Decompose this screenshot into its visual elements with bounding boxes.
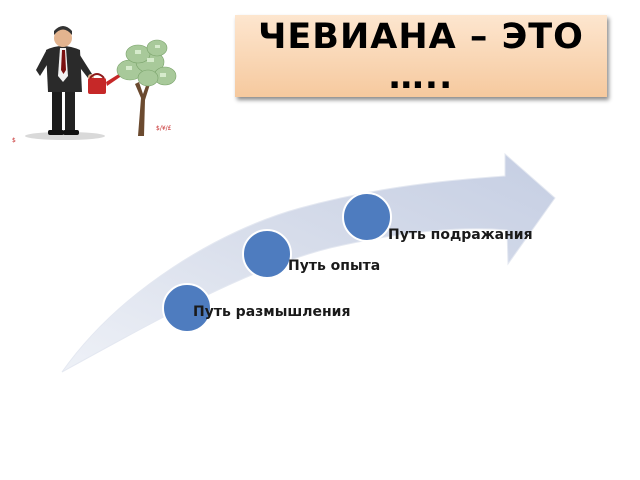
step-label-2: Путь опыта bbox=[288, 258, 380, 274]
svg-text:$/¥/£: $/¥/£ bbox=[156, 125, 172, 132]
man-watering-money-tree-icon: $ $/¥/£ bbox=[12, 26, 177, 144]
step-circle-1 bbox=[162, 283, 212, 333]
progress-arrow bbox=[61, 152, 556, 373]
svg-text:$: $ bbox=[12, 137, 16, 144]
title-box: ЧЕВИАНА – ЭТО ….. bbox=[235, 15, 607, 97]
step-circle-2 bbox=[242, 229, 292, 279]
step-label-3: Путь подражания bbox=[388, 227, 533, 243]
step-label-1: Путь размышления bbox=[193, 304, 350, 320]
slide-title: ЧЕВИАНА – ЭТО ….. bbox=[258, 17, 584, 97]
step-circle-3 bbox=[342, 192, 392, 242]
